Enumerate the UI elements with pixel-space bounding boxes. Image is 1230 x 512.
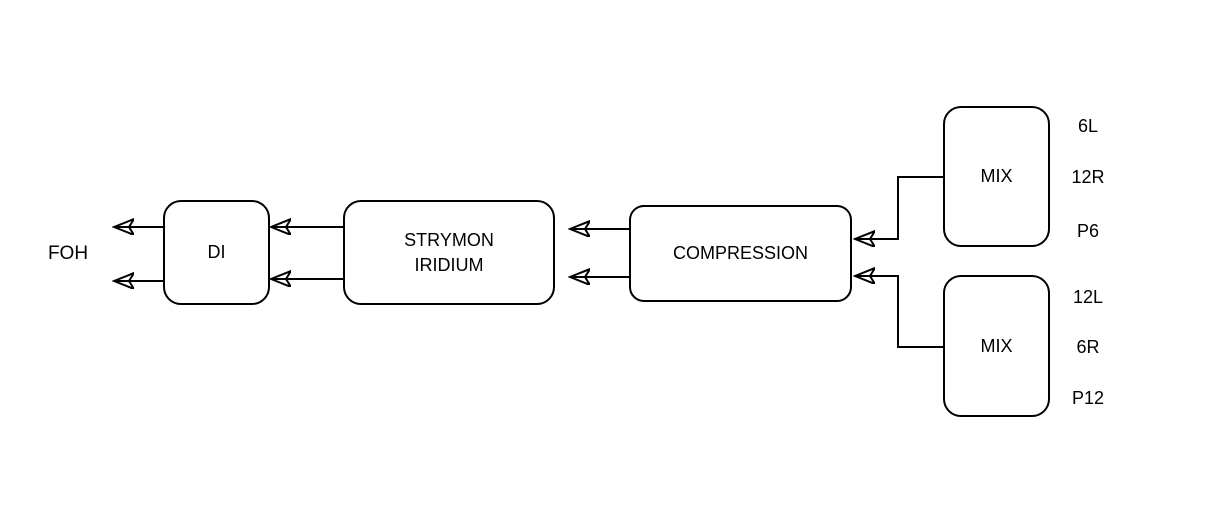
node-mix-top-label: MIX (980, 166, 1013, 186)
node-compression-label: COMPRESSION (672, 243, 809, 263)
node-di: DI (163, 200, 270, 305)
node-di-label: DI (207, 242, 226, 262)
node-strymon-iridium: STRYMON IRIDIUM (343, 200, 555, 305)
arrow-mix-bottom-to-compression (856, 276, 943, 348)
node-strymon-label-line2: IRIDIUM (414, 254, 484, 275)
mix-bottom-port-label-p12: P12 (1071, 388, 1105, 408)
mix-bottom-port-label-12l: 12L (1072, 287, 1104, 307)
arrow-mix-top-to-compression (856, 176, 943, 239)
mix-top-port-label-6l: 6L (1077, 116, 1099, 136)
node-strymon-label-line1: STRYMON (404, 229, 494, 250)
foh-label: FOH (47, 243, 89, 264)
node-mix-top: MIX (943, 106, 1050, 247)
mix-top-port-label-12r: 12R (1071, 167, 1105, 187)
node-mix-bottom: MIX (943, 275, 1050, 417)
mix-top-port-label-p6: P6 (1076, 221, 1100, 241)
node-mix-bottom-label: MIX (980, 335, 1013, 356)
mix-bottom-port-label-6r: 6R (1076, 337, 1100, 357)
node-compression: COMPRESSION (629, 205, 852, 302)
